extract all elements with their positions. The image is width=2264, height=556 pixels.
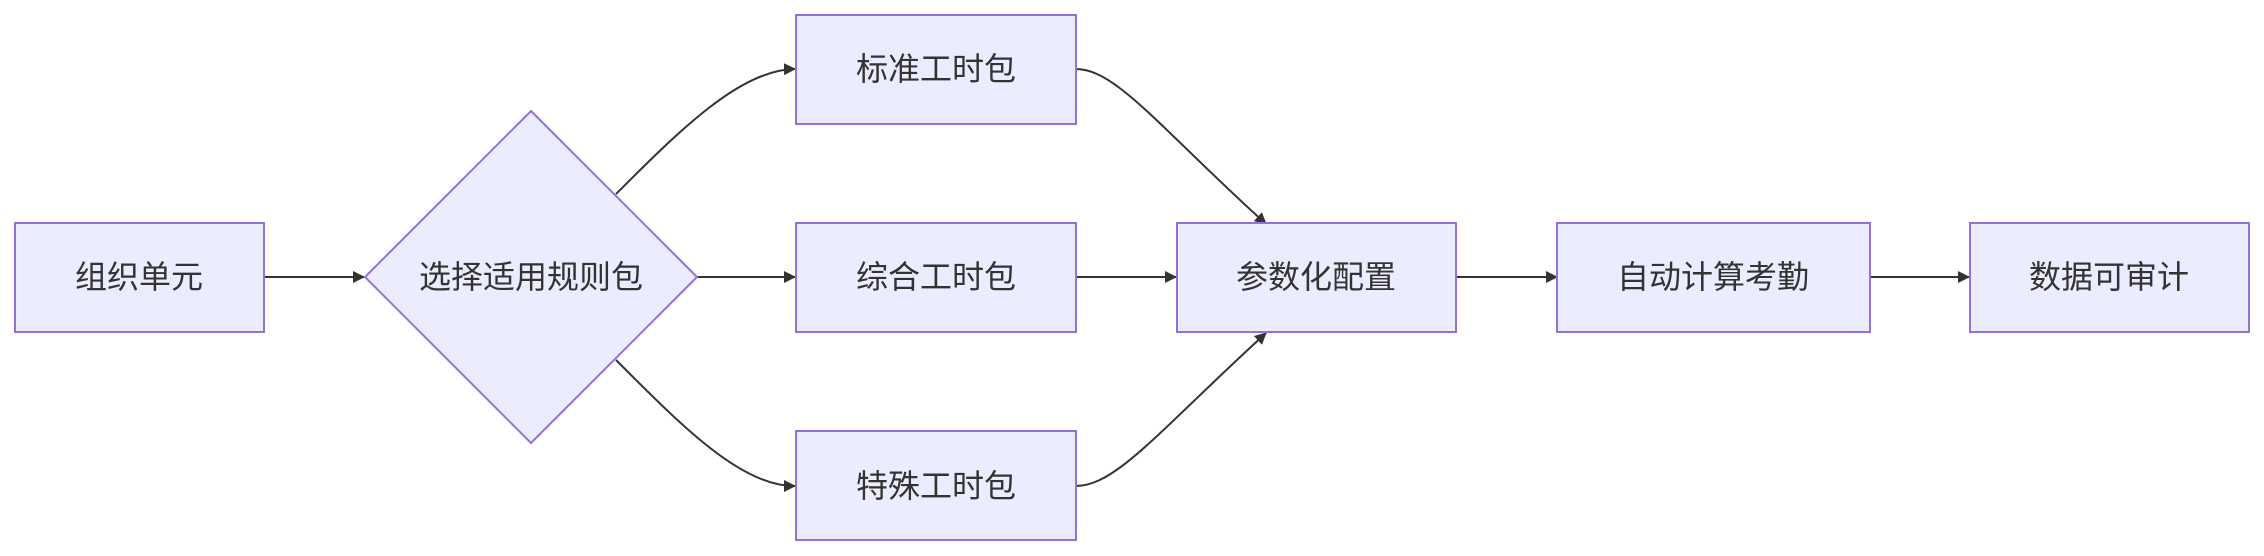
node-standard-hours-label: 标准工时包 [856,50,1016,88]
node-data-audit-label: 数据可审计 [2029,258,2189,296]
node-data-audit: 数据可审计 [1969,222,2250,333]
node-org-unit: 组织单元 [14,222,265,333]
edge-standard-hours-to-param-config [1075,68,1267,225]
edge-special-hours-to-param-config [1075,332,1267,487]
node-auto-attendance-label: 自动计算考勤 [1617,258,1809,296]
node-comprehensive-hours-label: 综合工时包 [856,258,1016,296]
edge-select-rule-pack-to-special-hours [615,359,796,492]
node-special-hours-label: 特殊工时包 [856,467,1016,505]
node-comprehensive-hours: 综合工时包 [795,222,1077,333]
edges [264,63,1970,492]
node-select-rule-pack-label: 选择适用规则包 [419,258,643,296]
node-special-hours: 特殊工时包 [795,430,1077,541]
edge-select-rule-pack-to-standard-hours [615,63,796,195]
node-auto-attendance: 自动计算考勤 [1556,222,1871,333]
node-select-rule-pack: 选择适用规则包 [363,109,699,445]
node-param-config-label: 参数化配置 [1236,258,1396,296]
node-org-unit-label: 组织单元 [75,258,203,296]
node-standard-hours: 标准工时包 [795,14,1077,125]
node-param-config: 参数化配置 [1176,222,1457,333]
